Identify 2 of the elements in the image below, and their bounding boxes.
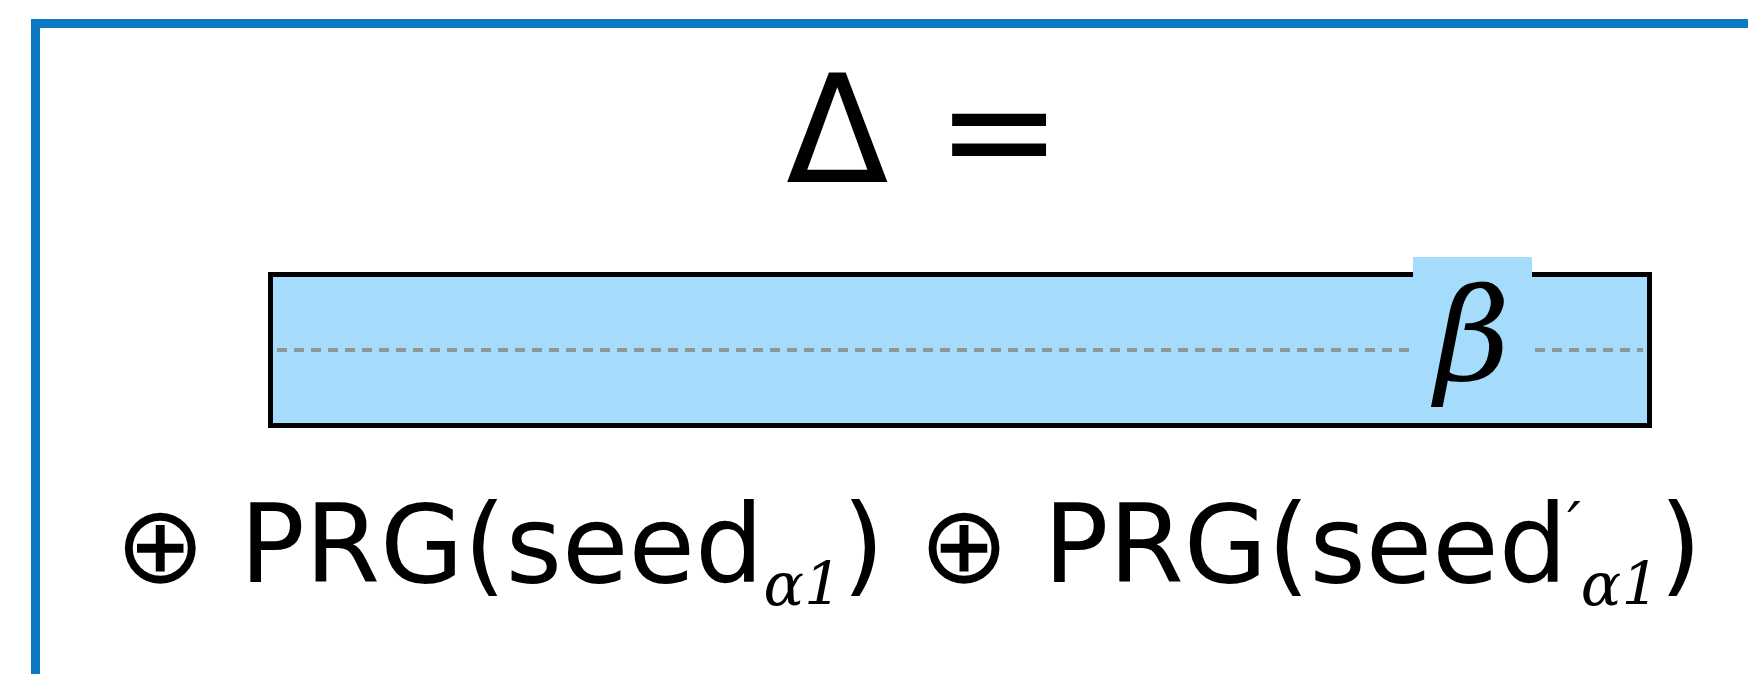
- formula-text: ⊕ PRG(seed$_{α1}$) ⊕ PRG(seed$^{′}$$_{α1}$): [115, 481, 1702, 620]
- equation-heading: Δ =: [785, 42, 1063, 219]
